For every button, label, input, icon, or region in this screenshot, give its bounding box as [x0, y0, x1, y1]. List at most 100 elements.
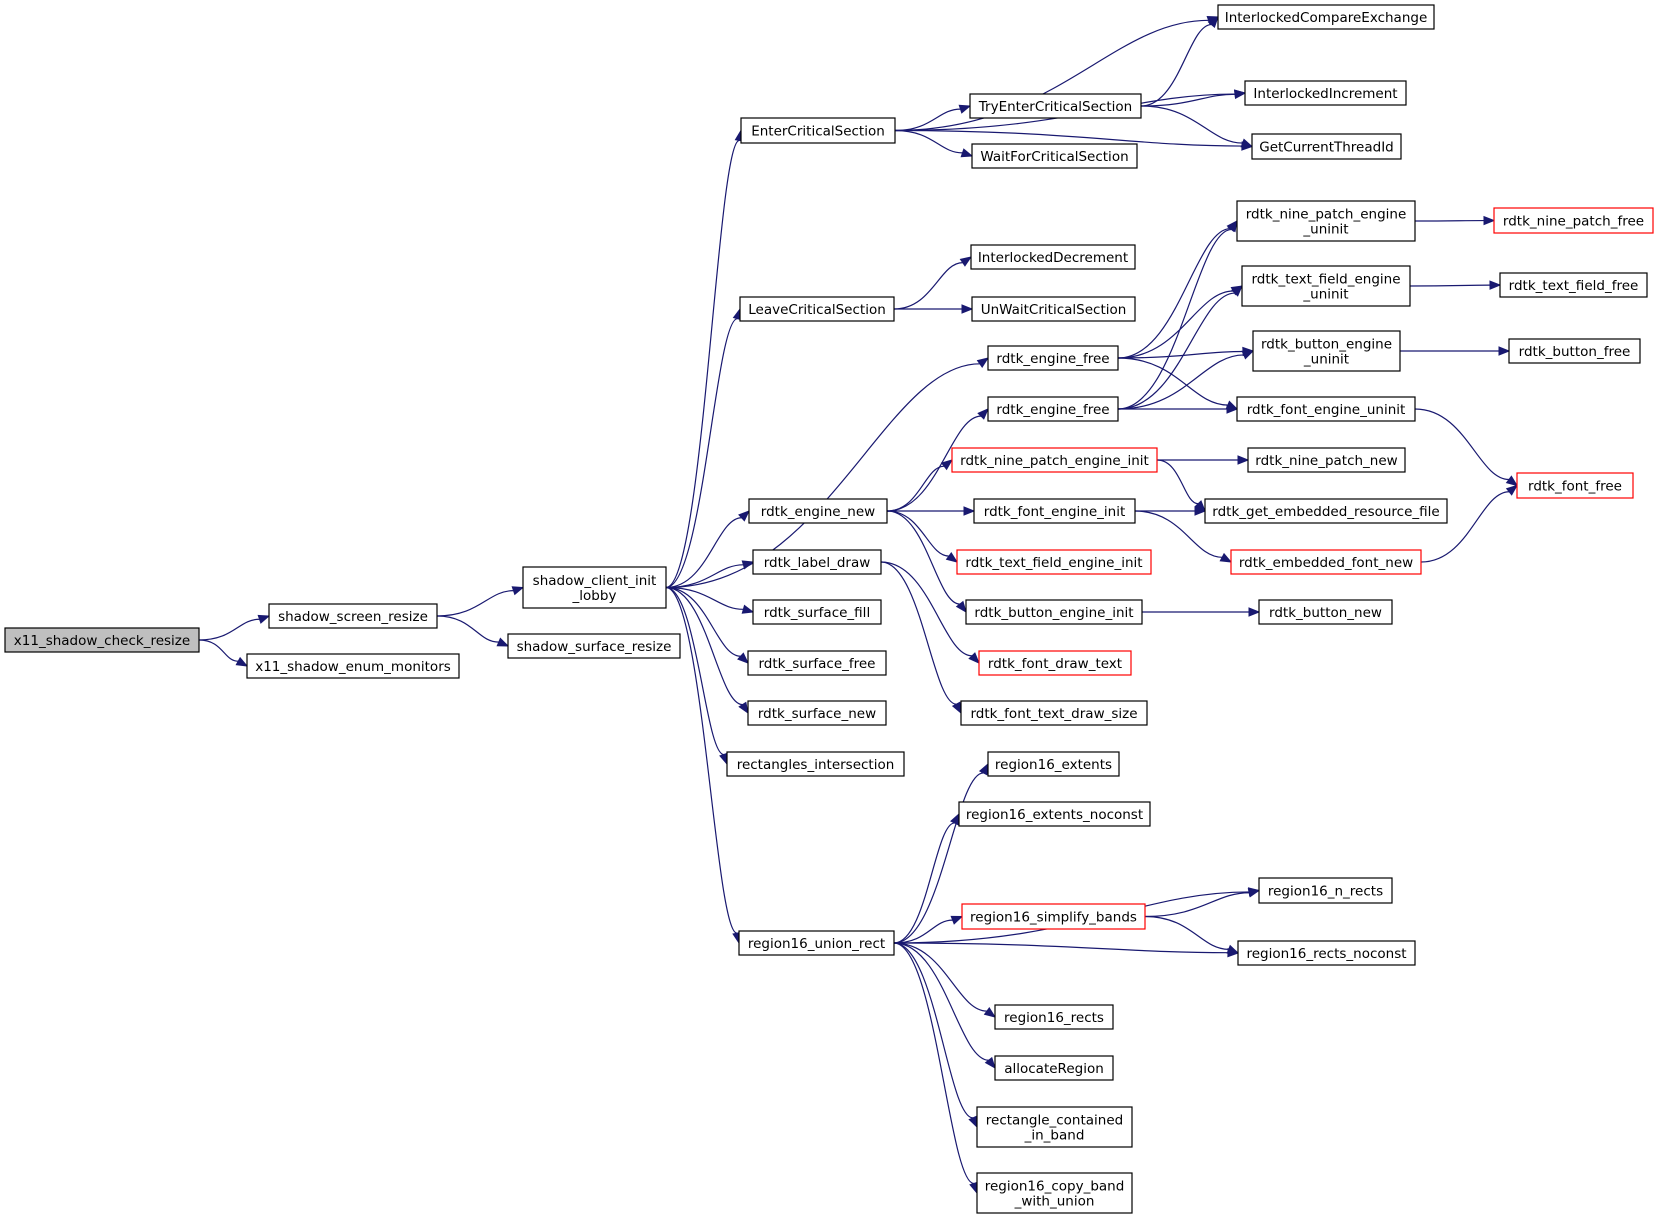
node-rdtk_font_engine_uninit[interactable]: rdtk_font_engine_uninit	[1236, 396, 1416, 422]
node-box	[1508, 338, 1641, 364]
node-UnWaitCriticalSection[interactable]: UnWaitCriticalSection	[971, 296, 1136, 322]
edge-line	[198, 639, 239, 662]
edge-line	[1140, 23, 1212, 107]
arrowhead-icon	[1231, 285, 1243, 297]
node-rdtk_text_field_engine_uninit[interactable]: rdtk_text_field_engine_uninit	[1241, 265, 1411, 307]
node-region16_n_rects[interactable]: region16_n_rects	[1258, 877, 1393, 904]
edges-layer	[198, 15, 1519, 1195]
node-rdtk_embedded_font_new[interactable]: rdtk_embedded_font_new	[1230, 549, 1422, 575]
node-box	[1251, 133, 1402, 160]
edge-line	[665, 517, 742, 589]
node-label: rdtk_font_draw_text	[988, 656, 1122, 672]
arrowhead-icon	[1233, 89, 1247, 100]
edge-line	[1144, 915, 1229, 950]
node-label: region16_rects	[1004, 1010, 1104, 1026]
node-rdtk_nine_patch_engine_init[interactable]: rdtk_nine_patch_engine_init	[951, 447, 1158, 473]
node-rdtk_button_engine_uninit[interactable]: rdtk_button_engine_uninit	[1252, 330, 1401, 372]
node-x11_shadow_enum_monitors[interactable]: x11_shadow_enum_monitors	[246, 653, 460, 679]
node-rdtk_nine_patch_free[interactable]: rdtk_nine_patch_free	[1493, 207, 1654, 234]
node-rdtk_get_embedded_resource_file[interactable]: rdtk_get_embedded_resource_file	[1204, 498, 1448, 524]
node-rectangles_intersection[interactable]: rectangles_intersection	[726, 751, 905, 777]
node-box	[522, 566, 667, 609]
arrowhead-icon	[738, 510, 750, 522]
node-WaitForCriticalSection[interactable]: WaitForCriticalSection	[971, 143, 1138, 169]
node-rdtk_surface_fill[interactable]: rdtk_surface_fill	[752, 599, 882, 625]
node-label: InterlockedIncrement	[1253, 86, 1397, 102]
arrowhead-icon	[940, 459, 954, 471]
edge-TryEnterCriticalSection-to-GetCurrentThreadId	[1140, 105, 1254, 148]
node-box	[1252, 330, 1401, 372]
edge-region16_union_rect-to-region16_rects	[893, 942, 997, 1018]
edge-line	[436, 615, 499, 643]
edge-LeaveCriticalSection-to-InterlockedDecrement	[893, 256, 973, 310]
node-box	[1516, 472, 1634, 499]
node-region16_extents[interactable]: region16_extents	[987, 751, 1120, 777]
node-allocateRegion[interactable]: allocateRegion	[994, 1055, 1114, 1081]
arrowhead-icon	[719, 752, 729, 766]
arrowhead-icon	[1483, 215, 1496, 226]
edge-rdtk_engine_new-to-rdtk_text_field_engine_init	[886, 510, 959, 563]
edge-region16_union_rect-to-allocateRegion	[893, 942, 996, 1070]
node-label: rdtk_embedded_font_new	[1239, 555, 1413, 571]
node-InterlockedIncrement[interactable]: InterlockedIncrement	[1244, 80, 1407, 106]
edge-rdtk_engine_free_2-to-rdtk_font_engine_uninit	[1118, 404, 1239, 414]
edge-rdtk_label_draw-to-rdtk_font_draw_text	[880, 561, 980, 664]
arrowhead-icon	[959, 256, 973, 267]
node-LeaveCriticalSection[interactable]: LeaveCriticalSection	[739, 296, 895, 322]
node-EnterCriticalSection[interactable]: EnterCriticalSection	[740, 117, 896, 144]
node-box	[987, 396, 1119, 422]
node-GetCurrentThreadId[interactable]: GetCurrentThreadId	[1251, 133, 1402, 160]
node-box	[268, 603, 438, 629]
node-TryEnterCriticalSection[interactable]: TryEnterCriticalSection	[969, 93, 1142, 119]
node-rdtk_button_free[interactable]: rdtk_button_free	[1508, 338, 1641, 364]
node-rdtk_text_field_engine_init[interactable]: rdtk_text_field_engine_init	[956, 549, 1152, 575]
node-label: rdtk_button_engine_init	[974, 605, 1133, 621]
edge-line	[893, 942, 989, 1061]
edge-line	[893, 942, 987, 1012]
edge-line	[880, 561, 973, 657]
node-box	[973, 498, 1136, 524]
node-box	[1247, 447, 1406, 473]
edge-x11_shadow_check_resize-to-shadow_screen_resize	[198, 614, 271, 641]
node-shadow_client_init_lobby[interactable]: shadow_client_init_lobby	[522, 566, 667, 609]
node-rdtk_surface_new[interactable]: rdtk_surface_new	[747, 700, 887, 726]
node-label: rdtk_nine_patch_free	[1503, 214, 1644, 230]
node-rdtk_nine_patch_new[interactable]: rdtk_nine_patch_new	[1247, 447, 1406, 473]
node-rdtk_font_engine_init[interactable]: rdtk_font_engine_init	[973, 498, 1136, 524]
arrowhead-icon	[950, 915, 964, 925]
node-rdtk_label_draw[interactable]: rdtk_label_draw	[752, 549, 882, 575]
node-InterlockedDecrement[interactable]: InterlockedDecrement	[970, 244, 1136, 270]
node-label: rdtk_nine_patch_engine_init	[960, 453, 1149, 469]
node-shadow_surface_resize[interactable]: shadow_surface_resize	[507, 633, 681, 659]
node-region16_rects[interactable]: region16_rects	[994, 1004, 1114, 1030]
node-region16_union_rect[interactable]: region16_union_rect	[738, 930, 895, 956]
node-label: rdtk_get_embedded_resource_file	[1212, 504, 1439, 520]
node-shadow_screen_resize[interactable]: shadow_screen_resize	[268, 603, 438, 629]
node-InterlockedCompareExchange[interactable]: InterlockedCompareExchange	[1217, 4, 1435, 30]
node-box	[752, 549, 882, 575]
node-label: rectangle_contained	[986, 1113, 1123, 1129]
node-region16_rects_noconst[interactable]: region16_rects_noconst	[1237, 940, 1416, 966]
node-rdtk_font_free[interactable]: rdtk_font_free	[1516, 472, 1634, 499]
arrowhead-icon	[955, 600, 967, 614]
node-label: rdtk_engine_free	[996, 351, 1109, 367]
node-region16_simplify_bands[interactable]: region16_simplify_bands	[961, 903, 1146, 930]
node-region16_copy_band_with_union[interactable]: region16_copy_band_with_union	[976, 1172, 1133, 1214]
node-rdtk_button_engine_init[interactable]: rdtk_button_engine_init	[965, 599, 1143, 625]
node-rdtk_font_draw_text[interactable]: rdtk_font_draw_text	[978, 650, 1132, 676]
arrowhead-icon	[1240, 138, 1254, 148]
node-rdtk_button_new[interactable]: rdtk_button_new	[1258, 599, 1393, 625]
node-rdtk_surface_free[interactable]: rdtk_surface_free	[747, 650, 887, 676]
node-rdtk_text_field_free[interactable]: rdtk_text_field_free	[1499, 272, 1648, 298]
node-box	[739, 296, 895, 322]
node-rdtk_engine_free_2[interactable]: rdtk_engine_free	[987, 396, 1119, 422]
node-rdtk_font_text_draw_size[interactable]: rdtk_font_text_draw_size	[960, 700, 1148, 726]
edge-EnterCriticalSection-to-WaitForCriticalSection	[894, 129, 974, 158]
node-region16_extents_noconst[interactable]: region16_extents_noconst	[958, 801, 1151, 827]
node-rdtk_engine_new[interactable]: rdtk_engine_new	[748, 498, 888, 524]
node-rectangle_contained_in_band[interactable]: rectangle_contained_in_band	[976, 1106, 1133, 1148]
node-rdtk_engine_free_1[interactable]: rdtk_engine_free	[987, 345, 1119, 371]
node-rdtk_nine_patch_engine_uninit[interactable]: rdtk_nine_patch_engine_uninit	[1236, 200, 1416, 242]
node-x11_shadow_check_resize[interactable]: x11_shadow_check_resize	[4, 627, 200, 653]
node-label: region16_extents_noconst	[966, 807, 1143, 823]
